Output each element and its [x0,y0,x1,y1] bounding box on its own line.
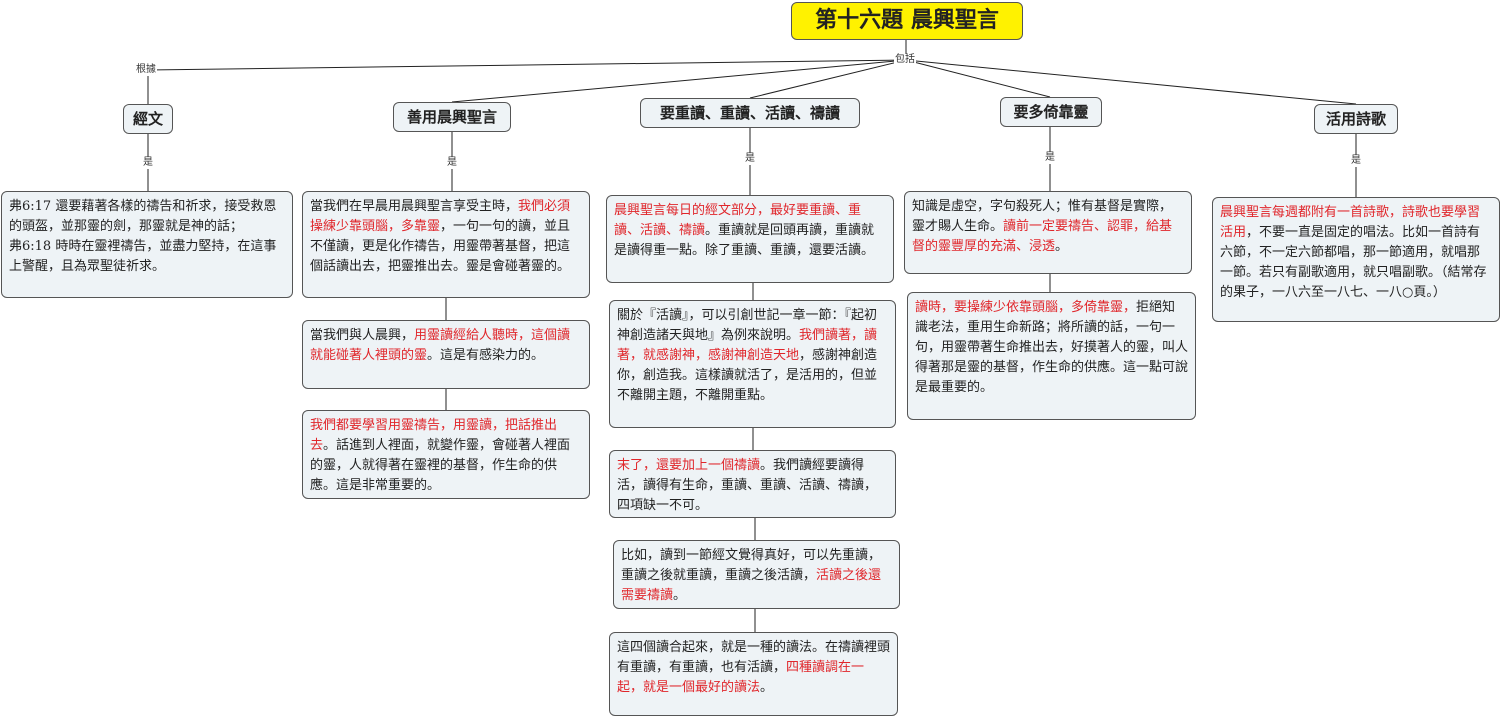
topic-rely-on-spirit[interactable]: 要多倚靠靈 [1000,97,1102,127]
note-text-segment: 。 [760,680,774,695]
note-text-segment: 活讀之後還需要禱讀 [621,568,882,603]
relation-label-is-5: 是 [1350,155,1362,167]
note-box: 關於『活讀』，可以引創世記一章一節：『起初神創造諸天與地』為例來說明。我們讀著，… [609,300,896,428]
topic-use-morning-revival[interactable]: 善用晨興聖言 [393,102,511,132]
note-text-segment: 弗6:17 還要藉著各樣的禱告和祈求，接受救恩的頭盔，並那靈的劍，那靈就是神的話… [9,199,277,234]
note-text-segment: 弗6:18 時時在靈裡禱告，並盡力堅持，在這事上警醒，且為眾聖徒祈求。 [9,239,277,274]
note-text-segment: 。話進到人裡面，就變作靈，會碰著人裡面的靈，人就得著在靈裡的基督，作生命的供應。… [310,438,571,493]
relation-label-root-left: 根據 [135,64,157,76]
note-text-segment: ，不要一直是固定的唱法。比如一首詩有六節，不一定六節都唱，那一節適用，就唱那一節… [1220,225,1487,300]
note-text-segment: ，一句一句的讀，並且不僅讀，更是化作禱告，用靈帶著基督，把這個話讀出去，把靈推出… [310,219,571,274]
topic-scripture[interactable]: 經文 [123,104,173,134]
note-text-segment: 。我們讀經要讀得活，讀得有生命，重讀、重讀、活讀、禱讀，四項缺一不可。 [617,458,878,513]
note-text-segment: 我們都要學習用靈禱告，用靈讀，把話推出去 [310,418,558,453]
note-box: 末了，還要加上一個禱讀。我們讀經要讀得活，讀得有生命，重讀、重讀、活讀、禱讀，四… [609,450,896,518]
note-text-segment: 當我們與人晨興， [310,328,415,343]
note-text-segment: 比如，讀到一節經文覺得真好，可以先重讀，重讀之後就重讀，重讀之後活讀， [621,548,882,583]
note-box: 弗6:17 還要藉著各樣的禱告和祈求，接受救恩的頭盔，並那靈的劍，那靈就是神的話… [1,191,293,298]
relation-label-root-right: 包括 [894,54,916,66]
note-text-segment: 。這是有感染力的。 [427,348,545,363]
topic-use-hymns[interactable]: 活用詩歌 [1314,104,1398,134]
note-box: 晨興聖言每日的經文部分，最好要重讀、重讀、活讀、禱讀。重讀就是回頭再讀，重讀就是… [606,195,894,283]
note-box: 我們都要學習用靈禱告，用靈讀，把話推出去。話進到人裡面，就變作靈，會碰著人裡面的… [302,410,590,499]
note-box: 讀時，要操練少依靠頭腦，多倚靠靈，拒絕知識老法，重用生命新路；將所讀的話，一句一… [907,292,1196,420]
note-text-segment: 。 [673,588,687,603]
note-text-segment: 末了，還要加上一個禱讀 [617,458,761,473]
root-title: 第十六題 晨興聖言 [791,2,1023,40]
note-text-segment: 讀時，要操練少依靠頭腦，多倚靠靈， [915,300,1137,315]
topic-four-readings[interactable]: 要重讀、重讀、活讀、禱讀 [640,98,860,128]
note-text-segment: 用靈讀經給人聽時，這個讀就能碰著人裡頭的靈 [310,328,571,363]
note-text-segment: 當我們在早晨用晨興聖言享受主時， [310,199,519,214]
relation-label-is-2: 是 [446,157,458,169]
note-box: 當我們與人晨興，用靈讀經給人聽時，這個讀就能碰著人裡頭的靈。這是有感染力的。 [302,320,590,389]
relation-label-is-1: 是 [142,157,154,169]
note-box: 比如，讀到一節經文覺得真好，可以先重讀，重讀之後就重讀，重讀之後活讀，活讀之後還… [613,540,900,609]
note-text-segment: 。 [1055,239,1069,254]
note-text-segment: 。重讀就是回頭再讀，重讀就是讀得重一點。除了重讀、重讀，還要活讀。 [614,223,875,258]
note-text-segment: 我們必須操練少靠頭腦，多靠靈 [310,199,571,234]
note-text-segment: 讀前一定要禱告、認罪，給基督的靈豐厚的充滿、浸透 [912,219,1173,254]
relation-label-is-3: 是 [744,153,756,165]
note-box: 這四個讀合起來，就是一種的讀法。在禱讀裡頭有重讀，有重讀，也有活讀，四種讀調在一… [609,632,898,716]
note-text-segment: 拒絕知識老法，重用生命新路；將所讀的話，一句一句，用靈帶著生命推出去，好摸著人的… [915,300,1189,395]
note-text-segment: 知識是虛空，字句殺死人；惟有基督是實際，靈才賜人生命。 [912,199,1173,234]
note-text-segment: 這四個讀合起來，就是一種的讀法。在禱讀裡頭有重讀，有重讀，也有活讀， [617,640,891,675]
note-box: 當我們在早晨用晨興聖言享受主時，我們必須操練少靠頭腦，多靠靈，一句一句的讀，並且… [302,191,590,298]
note-text-segment: ，感謝神創造你，創造我。這樣讀就活了，是活用的，但並不離開主題，不離開重點。 [617,348,878,403]
note-text-segment: 關於『活讀』，可以引創世記一章一節：『起初神創造諸天與地』為例來說明。 [617,308,878,343]
note-box: 知識是虛空，字句殺死人；惟有基督是實際，靈才賜人生命。讀前一定要禱告、認罪，給基… [904,191,1192,274]
note-text-segment: 四種讀調在一起，就是一個最好的讀法 [617,660,865,695]
note-box: 晨興聖言每週都附有一首詩歌，詩歌也要學習活用，不要一直是固定的唱法。比如一首詩有… [1212,197,1500,322]
note-text-segment: 我們讀著，讀著，就感謝神，感謝神創造天地 [617,328,878,363]
note-text-segment: 晨興聖言每週都附有一首詩歌，詩歌也要學習活用 [1220,205,1481,240]
note-text-segment: 晨興聖言每日的經文部分，最好要重讀、重讀、活讀、禱讀 [614,203,862,238]
relation-label-is-4: 是 [1044,152,1056,164]
